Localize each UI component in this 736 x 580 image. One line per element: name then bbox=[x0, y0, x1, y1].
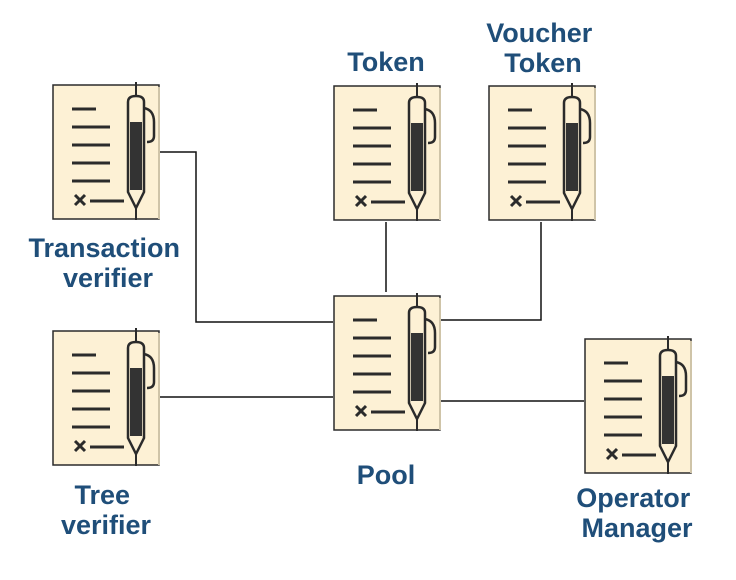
label-line: Operator bbox=[576, 483, 691, 513]
contract-pen-icon bbox=[332, 291, 442, 433]
contract-pen-icon bbox=[583, 334, 693, 476]
label-line: Pool bbox=[357, 460, 416, 490]
edge-voucher-token-pool bbox=[439, 222, 542, 321]
label-line: Transaction bbox=[28, 233, 180, 263]
node-operator-manager[interactable]: Operator Manager bbox=[576, 334, 698, 543]
node-label: Tree verifier bbox=[61, 480, 152, 540]
contract-pen-icon bbox=[332, 81, 442, 223]
node-label: Voucher Token bbox=[486, 18, 600, 78]
node-voucher-token[interactable]: Voucher Token bbox=[486, 18, 600, 223]
node-token[interactable]: Token bbox=[332, 47, 442, 223]
label-line: verifier bbox=[63, 263, 154, 293]
node-transaction-verifier[interactable]: Transaction verifier bbox=[28, 80, 187, 293]
label-line: Voucher bbox=[486, 18, 593, 48]
node-label: Pool bbox=[357, 460, 416, 490]
node-tree-verifier[interactable]: Tree verifier bbox=[51, 326, 161, 540]
contract-pen-icon bbox=[51, 326, 161, 468]
node-label: Transaction verifier bbox=[28, 233, 187, 293]
node-pool[interactable]: Pool bbox=[332, 291, 442, 490]
node-label: Token bbox=[347, 47, 425, 77]
contract-pen-icon bbox=[487, 81, 597, 223]
label-line: Manager bbox=[581, 513, 693, 543]
label-line: Token bbox=[504, 48, 582, 78]
edge-transaction-verifier-pool bbox=[160, 151, 333, 323]
connectors bbox=[160, 151, 584, 402]
label-line: Token bbox=[347, 47, 425, 77]
node-label: Operator Manager bbox=[576, 483, 698, 543]
label-line: Tree bbox=[74, 480, 130, 510]
label-line: verifier bbox=[61, 510, 152, 540]
contract-pen-icon bbox=[51, 80, 161, 222]
